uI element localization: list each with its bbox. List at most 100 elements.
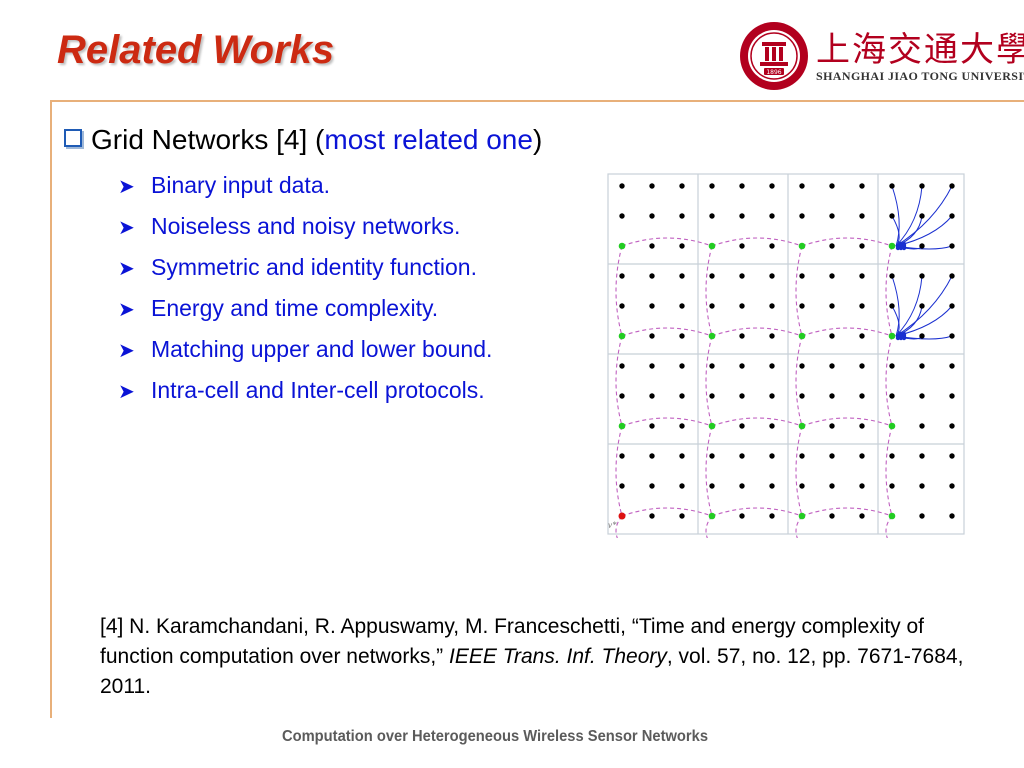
sensor-node — [949, 243, 955, 249]
sensor-node — [679, 483, 685, 489]
sensor-node — [649, 213, 655, 219]
sensor-node — [649, 453, 655, 459]
main-bullet-prefix: Grid Networks [4] ( — [91, 124, 325, 155]
sensor-node — [859, 213, 865, 219]
sensor-node — [649, 483, 655, 489]
sensor-node — [649, 333, 655, 339]
vertical-path — [705, 245, 713, 337]
sensor-node — [769, 333, 775, 339]
horizontal-path — [801, 417, 893, 427]
horizontal-path — [711, 417, 803, 427]
sensor-node — [829, 393, 835, 399]
sensor-node — [859, 453, 865, 459]
arrow-head — [901, 241, 907, 247]
vertical-path — [705, 335, 713, 427]
collector-node — [888, 512, 896, 520]
sensor-node — [739, 453, 745, 459]
arrow-bullet-icon: ➤ — [118, 217, 135, 239]
horizontal-path — [711, 327, 803, 337]
sensor-node — [889, 453, 895, 459]
sensor-node — [949, 183, 955, 189]
sensor-node — [739, 513, 745, 519]
sensor-node — [679, 303, 685, 309]
sensor-node — [769, 483, 775, 489]
sensor-node — [919, 393, 925, 399]
university-name-chinese: 上海交通大學 — [816, 30, 1024, 70]
sensor-node — [919, 363, 925, 369]
sensor-node — [859, 303, 865, 309]
sensor-node — [829, 183, 835, 189]
sensor-node — [829, 513, 835, 519]
arrow-bullet-icon: ➤ — [118, 299, 135, 321]
university-name-english: SHANGHAI JIAO TONG UNIVERSITY — [816, 69, 1024, 83]
sub-bullet: ➤Energy and time complexity. — [118, 291, 492, 332]
seal-year: 1896 — [766, 69, 781, 76]
vertical-path — [705, 515, 713, 538]
intra-cell-arc — [895, 275, 953, 337]
arrow-bullet-icon: ➤ — [118, 381, 135, 403]
sensor-node — [829, 483, 835, 489]
sensor-node — [829, 333, 835, 339]
intra-cell-arc — [891, 185, 900, 247]
sensor-node — [829, 303, 835, 309]
collector-node — [618, 422, 626, 430]
sensor-node — [679, 453, 685, 459]
sensor-node — [619, 483, 625, 489]
sensor-node — [619, 183, 625, 189]
horizontal-path — [621, 417, 713, 427]
sensor-node — [619, 303, 625, 309]
collector-node — [888, 332, 896, 340]
sensor-node — [679, 273, 685, 279]
sensor-node — [919, 453, 925, 459]
sensor-node — [799, 273, 805, 279]
collector-node — [798, 242, 806, 250]
sensor-node — [679, 423, 685, 429]
sensor-node — [889, 483, 895, 489]
collector-node — [888, 422, 896, 430]
sub-bullet-list: ➤Binary input data. ➤Noiseless and noisy… — [118, 168, 492, 414]
sensor-node — [619, 273, 625, 279]
vertical-path — [795, 515, 803, 538]
sensor-node — [769, 273, 775, 279]
sensor-node — [799, 393, 805, 399]
sensor-node — [859, 183, 865, 189]
sensor-node — [829, 243, 835, 249]
sensor-node — [679, 363, 685, 369]
side-divider — [50, 100, 52, 718]
sensor-node — [919, 183, 925, 189]
sensor-node — [919, 273, 925, 279]
vertical-path — [615, 335, 623, 427]
sensor-node — [739, 423, 745, 429]
collector-node — [708, 332, 716, 340]
vertical-path — [795, 245, 803, 337]
sensor-node — [859, 333, 865, 339]
sensor-node — [619, 453, 625, 459]
sub-bullet-text: Noiseless and noisy networks. — [151, 213, 461, 239]
sensor-node — [799, 483, 805, 489]
sensor-node — [679, 183, 685, 189]
vertical-path — [615, 245, 623, 337]
main-bullet-suffix: ) — [532, 124, 543, 155]
sensor-nodes — [618, 183, 955, 520]
collector-node — [798, 512, 806, 520]
sensor-node — [919, 243, 925, 249]
vertical-path — [795, 425, 803, 517]
intra-cell-arc — [895, 245, 953, 250]
main-bullet-highlight: most related one — [324, 124, 533, 155]
sub-bullet: ➤Intra-cell and Inter-cell protocols. — [118, 373, 492, 414]
sensor-node — [679, 513, 685, 519]
sensor-node — [859, 513, 865, 519]
intra-cell-arc — [895, 275, 923, 337]
sensor-node — [709, 393, 715, 399]
sensor-node — [919, 303, 925, 309]
sensor-node — [769, 363, 775, 369]
sensor-node — [709, 363, 715, 369]
sensor-node — [919, 423, 925, 429]
sensor-node — [829, 453, 835, 459]
vertical-path — [705, 425, 713, 517]
sensor-node — [949, 513, 955, 519]
sensor-node — [679, 243, 685, 249]
sub-bullet: ➤Symmetric and identity function. — [118, 250, 492, 291]
sink-node-label: v* — [608, 520, 617, 530]
sensor-node — [649, 513, 655, 519]
